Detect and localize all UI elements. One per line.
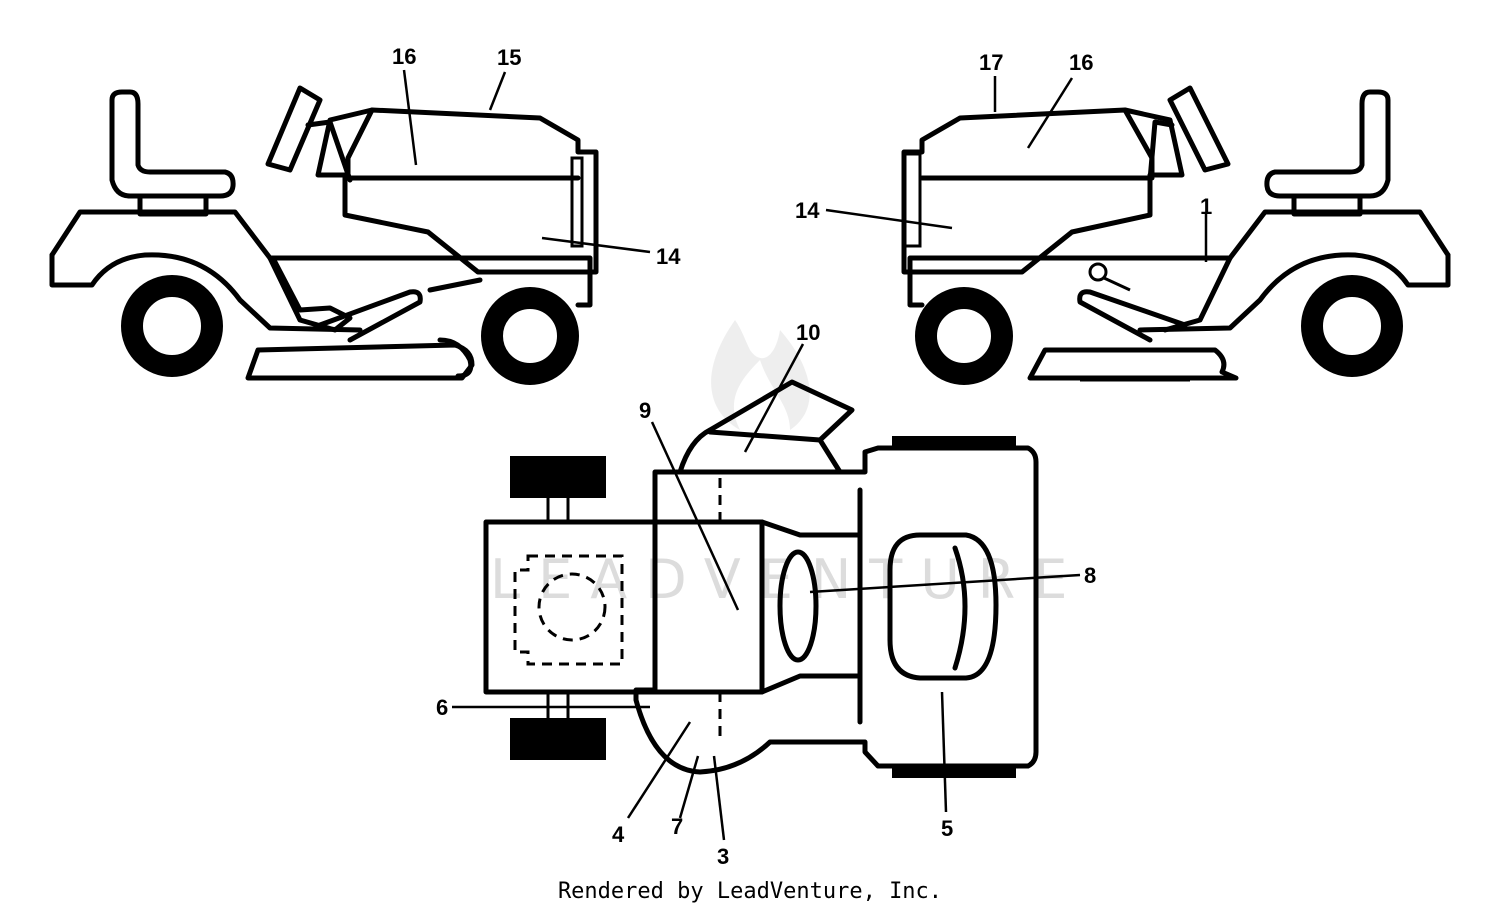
right-side-view xyxy=(901,85,1451,385)
callout-8: 8 xyxy=(1084,563,1096,588)
callout-7: 7 xyxy=(671,814,683,839)
left-side-view xyxy=(49,85,599,385)
callout-17: 17 xyxy=(979,50,1003,75)
callout-16-left: 16 xyxy=(392,44,416,69)
callout-4: 4 xyxy=(612,822,625,847)
callout-9: 9 xyxy=(639,398,651,423)
callout-3: 3 xyxy=(717,844,729,869)
callout-5: 5 xyxy=(941,816,953,841)
watermark-logo xyxy=(711,320,810,430)
callout-14-right: 14 xyxy=(795,198,820,223)
callout-leaders xyxy=(402,69,1208,841)
callout-labels: 16 15 14 17 16 14 1 10 9 8 6 4 7 3 5 xyxy=(392,44,1212,869)
footer-credit: Rendered by LeadVenture, Inc. xyxy=(558,879,942,904)
callout-6: 6 xyxy=(436,695,448,720)
callout-1: 1 xyxy=(1200,194,1212,219)
callout-16-right: 16 xyxy=(1069,50,1093,75)
callout-15: 15 xyxy=(497,45,521,70)
callout-10: 10 xyxy=(796,320,820,345)
top-view xyxy=(483,379,1039,778)
callout-14-left: 14 xyxy=(656,244,681,269)
